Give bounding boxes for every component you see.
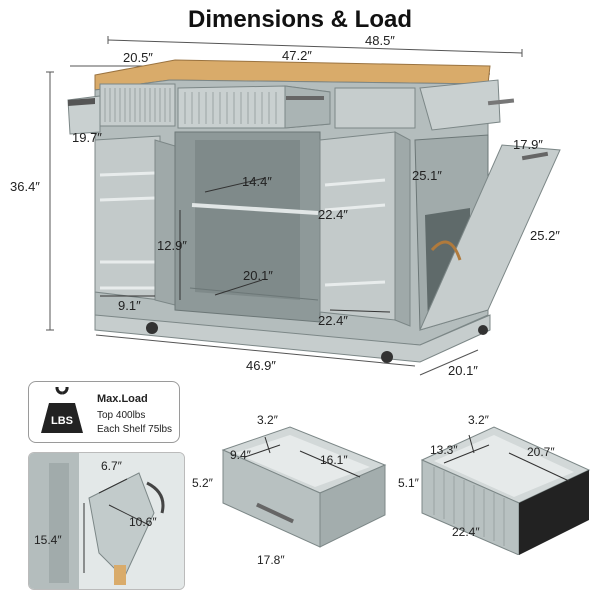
large-drawer-illustration [420, 426, 591, 555]
max-load-title: Max.Load [97, 393, 148, 405]
height-label: 36.4″ [10, 179, 40, 194]
trash-height-label: 15.4″ [34, 533, 62, 547]
small-drawer-width-label: 16.1″ [320, 453, 348, 467]
cabinet-inner-height-label: 25.1″ [412, 168, 442, 183]
small-drawer-front-height-label: 5.2″ [192, 476, 213, 490]
large-drawer-depth-label: 13.3″ [430, 443, 458, 457]
drawer-depth-left-label: 19.7″ [72, 130, 102, 145]
shelf-depth-label: 14.4″ [242, 174, 272, 189]
large-drawer-front-height-label: 5.1″ [398, 476, 419, 490]
inner-depth-label: 20.1″ [243, 268, 273, 283]
base-depth-label: 20.1″ [448, 363, 478, 378]
large-drawer-width-label: 20.7″ [527, 445, 555, 459]
trash-door-width-label: 17.9″ [513, 137, 543, 152]
max-load-top: Top 400lbs [97, 410, 146, 421]
top-width-label: 47.2″ [282, 48, 312, 63]
small-drawer-front-width-label: 17.8″ [257, 553, 285, 567]
inner-bottom-width-label: 22.4″ [318, 313, 348, 328]
side-shelf-height-label: 12.9″ [157, 238, 187, 253]
trash-depth-label: 10.6″ [129, 515, 157, 529]
weight-icon-label: LBS [51, 415, 73, 427]
large-drawer-front-width-label: 22.4″ [452, 525, 480, 539]
kitchen-island-illustration [46, 36, 561, 376]
small-drawer-top-label: 3.2″ [257, 413, 278, 427]
small-drawer-depth-label: 9.4″ [230, 448, 251, 462]
trash-door-height-label: 25.2″ [530, 228, 560, 243]
overall-width-label: 48.5″ [365, 33, 395, 48]
trash-bin-illustration [29, 453, 184, 589]
trash-bin-inset: 6.7″ 10.6″ [28, 452, 185, 590]
large-drawer-top-label: 3.2″ [468, 413, 489, 427]
trash-top-label: 6.7″ [101, 459, 122, 473]
side-extension-label: 20.5″ [123, 50, 153, 65]
side-shelf-width-label: 9.1″ [118, 298, 141, 313]
page-title: Dimensions & Load [187, 6, 413, 33]
max-load-panel: LBS Max.Load Top 400lbs Each Shelf 75lbs [28, 381, 180, 443]
shelf-width-label: 22.4″ [318, 207, 348, 222]
weight-icon: LBS [41, 387, 83, 433]
small-drawer-illustration [221, 426, 387, 548]
base-width-label: 46.9″ [246, 358, 276, 373]
max-load-shelf: Each Shelf 75lbs [97, 424, 173, 435]
